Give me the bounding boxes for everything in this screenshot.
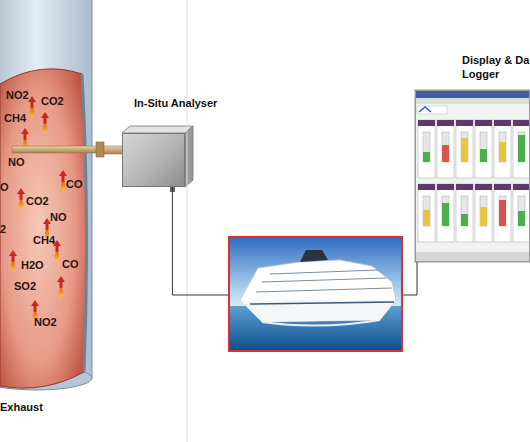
dashboard-tile	[513, 184, 530, 242]
gauge-bar	[480, 149, 487, 162]
gauge-bar	[499, 200, 506, 226]
gauge-bar	[480, 207, 487, 226]
gauge-track	[423, 196, 430, 226]
gas-label: CO	[66, 178, 83, 190]
dashboard-tile	[437, 120, 454, 178]
gauge-bar	[518, 135, 525, 162]
exhaust-pipe-node: Exhaust	[0, 0, 95, 418]
tile-header	[494, 184, 511, 190]
tile-header	[437, 120, 454, 126]
gas-label: H2O	[21, 259, 44, 271]
display-screenshot	[415, 90, 530, 262]
gauge-track	[461, 132, 468, 162]
gas-label: NO2	[6, 89, 29, 101]
gauge-bar	[442, 203, 449, 226]
gauge-track	[461, 196, 468, 226]
gas-label: CO	[62, 258, 79, 270]
gas-label: CH4	[4, 112, 26, 124]
display-box: Display & Da Logger	[415, 90, 530, 262]
dashboard-tile	[418, 120, 435, 178]
gauge-bar	[461, 214, 468, 226]
gas-label: SO2	[14, 280, 36, 292]
gauge-track	[442, 132, 449, 162]
dashboard-tile	[494, 120, 511, 178]
gas-label: 2	[0, 223, 6, 235]
gauge-bar	[423, 152, 430, 162]
dashboard-tile	[494, 184, 511, 242]
tile-header	[475, 184, 492, 190]
node-heading: In-Situ Analyser	[134, 96, 217, 110]
dashboard-tile	[456, 120, 473, 178]
gauge-track	[442, 196, 449, 226]
node-heading: Exhaust	[0, 400, 43, 414]
gas-label: CO2	[26, 195, 49, 207]
gauge-track	[499, 196, 506, 226]
dashboard-tile	[475, 120, 492, 178]
gas-flame	[9, 96, 67, 322]
tile-header	[494, 120, 511, 126]
tile-header	[513, 120, 530, 126]
exhaust-pipe	[0, 0, 92, 390]
dashboard-tile	[418, 184, 435, 242]
node-heading: Display & Da Logger	[462, 53, 530, 81]
dashboard-tile	[456, 184, 473, 242]
gauge-track	[480, 196, 487, 226]
tile-header	[437, 184, 454, 190]
gauge-bar	[423, 210, 430, 226]
separator-line	[187, 0, 188, 442]
gauge-bar	[518, 211, 525, 226]
gauge-track	[518, 196, 525, 226]
tile-header	[475, 120, 492, 126]
tile-header	[513, 184, 530, 190]
gas-label: NO	[8, 156, 25, 168]
sample-probe	[12, 142, 124, 157]
tile-header	[418, 184, 435, 190]
dashboard-tile	[437, 184, 454, 242]
gas-label: NO2	[34, 316, 57, 328]
analyser-housing	[122, 126, 193, 192]
tile-header	[456, 120, 473, 126]
gauge-track	[499, 132, 506, 162]
gas-label: CH4	[33, 234, 55, 246]
gas-label: CO2	[41, 95, 64, 107]
gauge-bar	[499, 142, 506, 162]
dashboard-tile	[513, 120, 530, 178]
tile-header	[456, 184, 473, 190]
gauge-bar	[442, 145, 449, 162]
gauge-track	[423, 132, 430, 162]
gas-label: O	[0, 181, 9, 193]
dashboard-tile	[475, 184, 492, 242]
tile-header	[418, 120, 435, 126]
gauge-bar	[461, 138, 468, 162]
gas-label: NO	[50, 211, 67, 223]
analyser-box: In-Situ Analyser	[122, 133, 185, 187]
gauge-track	[480, 132, 487, 162]
gauge-track	[518, 132, 525, 162]
